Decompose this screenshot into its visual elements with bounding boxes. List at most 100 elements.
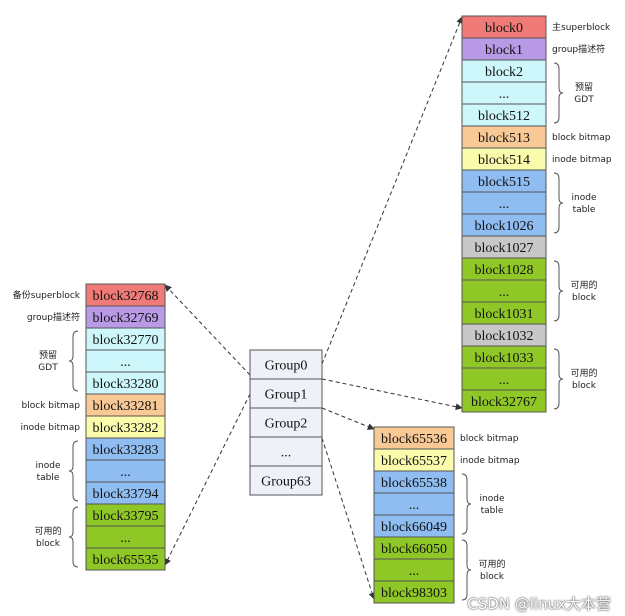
block-cell: block65535 <box>85 547 166 571</box>
annotation-label: block <box>572 381 597 391</box>
block-label: ... <box>120 355 131 370</box>
block-cell: block33280 <box>85 371 166 395</box>
block-cell: block1026 <box>461 213 547 237</box>
annotation-label: inode <box>572 193 597 203</box>
block-cell: block32768 <box>85 283 166 307</box>
brace <box>461 473 472 535</box>
block-label: ... <box>499 197 510 212</box>
block-annotation: inode bitmap <box>20 423 80 433</box>
block-label: block2 <box>485 65 523 80</box>
block-cell: block33282 <box>85 415 166 439</box>
dashed-arrow <box>164 284 251 376</box>
annotation-label: inode <box>480 494 505 504</box>
block-label: block65536 <box>381 432 447 447</box>
group-link-arrows <box>164 16 463 600</box>
block-cell: block513 <box>461 125 547 149</box>
group-cell: Group1 <box>249 378 323 409</box>
brace <box>461 539 472 601</box>
block-label: block65537 <box>381 454 447 469</box>
block-cell: block33281 <box>85 393 166 417</box>
block-annotation: block bitmap <box>22 401 81 411</box>
block-label: block1 <box>485 43 523 58</box>
annotation-label: GDT <box>38 363 58 373</box>
block-label: block1026 <box>474 219 533 234</box>
block-label: block0 <box>485 21 523 36</box>
block-cell: block65538 <box>373 470 455 494</box>
annotation-label: table <box>573 205 596 215</box>
block-label: block65535 <box>92 553 158 568</box>
block-label: block32770 <box>92 333 158 348</box>
annotation-label: block <box>36 539 61 549</box>
block-cell: ... <box>461 367 547 391</box>
block-label: block33280 <box>92 377 158 392</box>
block-cell: block512 <box>461 103 547 127</box>
annotation-label: block bitmap <box>460 434 519 444</box>
block-cell: ... <box>461 81 547 105</box>
block-annotation: 备份superblock <box>13 289 81 301</box>
block-cell: block33795 <box>85 503 166 527</box>
group-cell: Group0 <box>249 349 323 380</box>
annotation-label: 备份superblock <box>13 289 81 301</box>
block-cell: ... <box>85 525 166 549</box>
block-cell: block1033 <box>461 345 547 369</box>
block-cell: block66050 <box>373 536 455 560</box>
block-cell: block98303 <box>373 580 455 604</box>
block-cell: block1 <box>461 37 547 61</box>
dashed-arrow <box>321 407 375 430</box>
block-label: block98303 <box>381 586 447 601</box>
brace <box>553 172 564 234</box>
block-annotation: inode table <box>36 440 79 502</box>
block-rect <box>461 389 547 413</box>
dashed-arrow <box>164 393 251 566</box>
block-label: block33795 <box>92 509 158 524</box>
group-label: ... <box>281 446 292 461</box>
block-cell: ... <box>461 191 547 215</box>
block-label: block1031 <box>474 307 533 322</box>
block-label: block33794 <box>92 487 158 502</box>
block-cell: block1028 <box>461 257 547 281</box>
block-label: ... <box>409 498 420 513</box>
group1-block-column: block32768block32769block32770...block33… <box>13 283 166 571</box>
annotation-label: 预留 <box>39 349 57 361</box>
block-cell: block66049 <box>373 514 455 538</box>
annotation-label: block bitmap <box>552 133 611 143</box>
block-label: block512 <box>478 109 530 124</box>
block-annotation: inode bitmap <box>460 456 520 466</box>
block-cell: block33794 <box>85 481 166 505</box>
block-cell: block32767 <box>461 389 547 413</box>
group-rect <box>249 407 323 438</box>
block-cell: ... <box>461 279 547 303</box>
group-label: Group63 <box>261 475 311 490</box>
annotation-label: 可用的 <box>34 525 61 537</box>
annotation-label: 可用的 <box>570 279 597 291</box>
block-label: block32769 <box>92 311 158 326</box>
block-cell: block32769 <box>85 305 166 329</box>
block-cell: block515 <box>461 169 547 193</box>
block-label: block1032 <box>474 329 533 344</box>
block-label: ... <box>499 87 510 102</box>
block-label: block33283 <box>92 443 158 458</box>
dashed-arrow <box>321 437 376 600</box>
group-label: Group0 <box>265 359 308 374</box>
group-cell: Group63 <box>249 465 323 496</box>
annotation-label: 主superblock <box>552 21 611 33</box>
block-cell: block33283 <box>85 437 166 461</box>
annotation-label: table <box>37 473 60 483</box>
brace <box>68 330 79 392</box>
block-cell: block65536 <box>373 426 455 450</box>
annotation-label: inode <box>36 461 61 471</box>
block-cell: ... <box>85 349 166 373</box>
block-rect <box>85 547 166 571</box>
dashed-arrow <box>321 16 463 365</box>
group-label: Group2 <box>265 417 308 432</box>
brace <box>68 506 79 568</box>
group-label: Group1 <box>265 388 308 403</box>
block-label: ... <box>409 564 420 579</box>
annotation-label: inode bitmap <box>20 423 80 433</box>
block-cell: block2 <box>461 59 547 83</box>
dashed-arrow <box>321 378 463 411</box>
block-cell: block1032 <box>461 323 547 347</box>
block-annotation: 主superblock <box>552 21 611 33</box>
group2-block-column: block65536block65537block65538...block66… <box>373 426 520 604</box>
